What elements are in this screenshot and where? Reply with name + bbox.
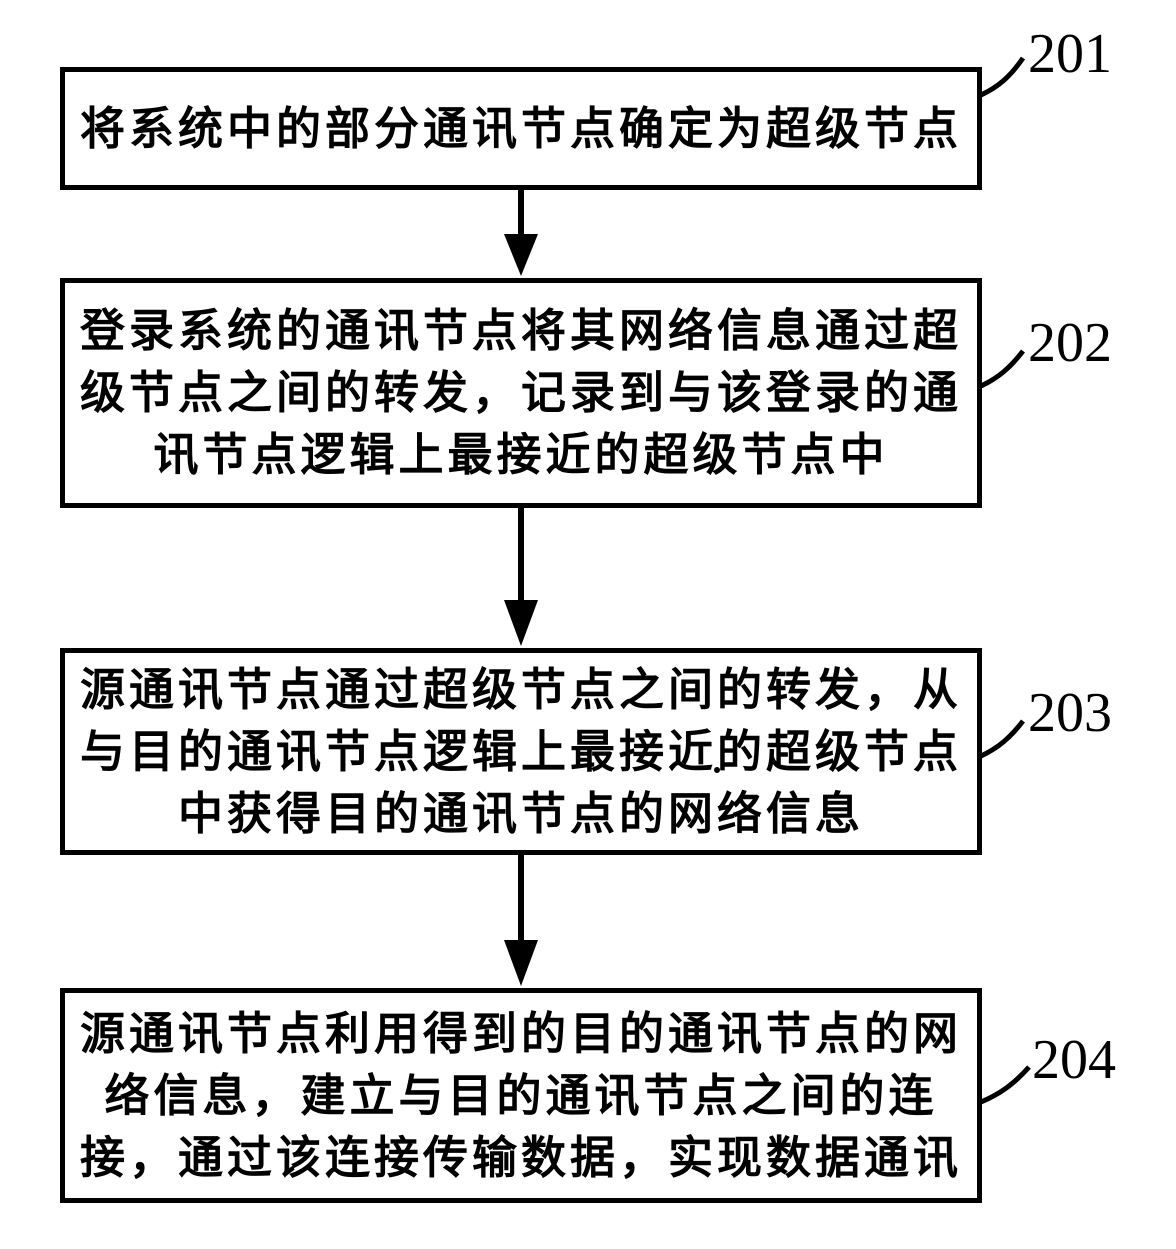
flow-step-201-box: 将系统中的部分通讯节点确定为超级节点: [60, 67, 982, 190]
reference-number-204: 204: [1032, 1029, 1116, 1091]
reference-number-202: 202: [1028, 312, 1112, 374]
step-202-text-line: 登录系统的通讯节点将其网络信息通过超: [79, 306, 962, 356]
step-203-text-line: 与目的通讯节点逻辑上最接近的超级节点: [79, 726, 962, 777]
leader-line-202: [979, 349, 1025, 389]
leader-line-203: [979, 719, 1025, 759]
ink-speck: [714, 767, 720, 773]
arrow-step3-to-step4: [504, 853, 538, 986]
step-202-text-line: 讯节点逻辑上最接近的超级节点中: [153, 430, 889, 480]
leader-line-201: [979, 56, 1026, 98]
step-201-text-line: 将系统中的部分通讯节点确定为超级节点: [79, 103, 962, 154]
step-204-text-line: 接，通过该连接传输数据，实现数据通讯: [79, 1132, 962, 1183]
flow-step-203-box: 源通讯节点通过超级节点之间的转发，从 与目的通讯节点逻辑上最接近的超级节点 中获…: [60, 648, 982, 855]
arrow-step2-to-step3: [504, 506, 538, 646]
leader-line-204: [980, 1065, 1031, 1105]
reference-number-201: 201: [1028, 23, 1112, 85]
step-203-text-line: 源通讯节点通过超级节点之间的转发，从: [79, 664, 962, 715]
reference-number-203: 203: [1028, 682, 1112, 744]
flow-step-204-box: 源通讯节点利用得到的目的通讯节点的网 络信息，建立与目的通讯节点之间的连 接，通…: [60, 988, 982, 1203]
step-204-text-line: 源通讯节点利用得到的目的通讯节点的网: [79, 1008, 962, 1059]
flow-step-202-box: 登录系统的通讯节点将其网络信息通过超 级节点之间的转发，记录到与该登录的通 讯节…: [60, 278, 982, 508]
step-202-text-line: 级节点之间的转发，记录到与该登录的通: [79, 368, 962, 418]
arrow-step1-to-step2: [504, 188, 538, 276]
step-203-text-line: 中获得目的通讯节点的网络信息: [177, 788, 864, 839]
step-204-text-line: 络信息，建立与目的通讯节点之间的连: [104, 1070, 938, 1121]
